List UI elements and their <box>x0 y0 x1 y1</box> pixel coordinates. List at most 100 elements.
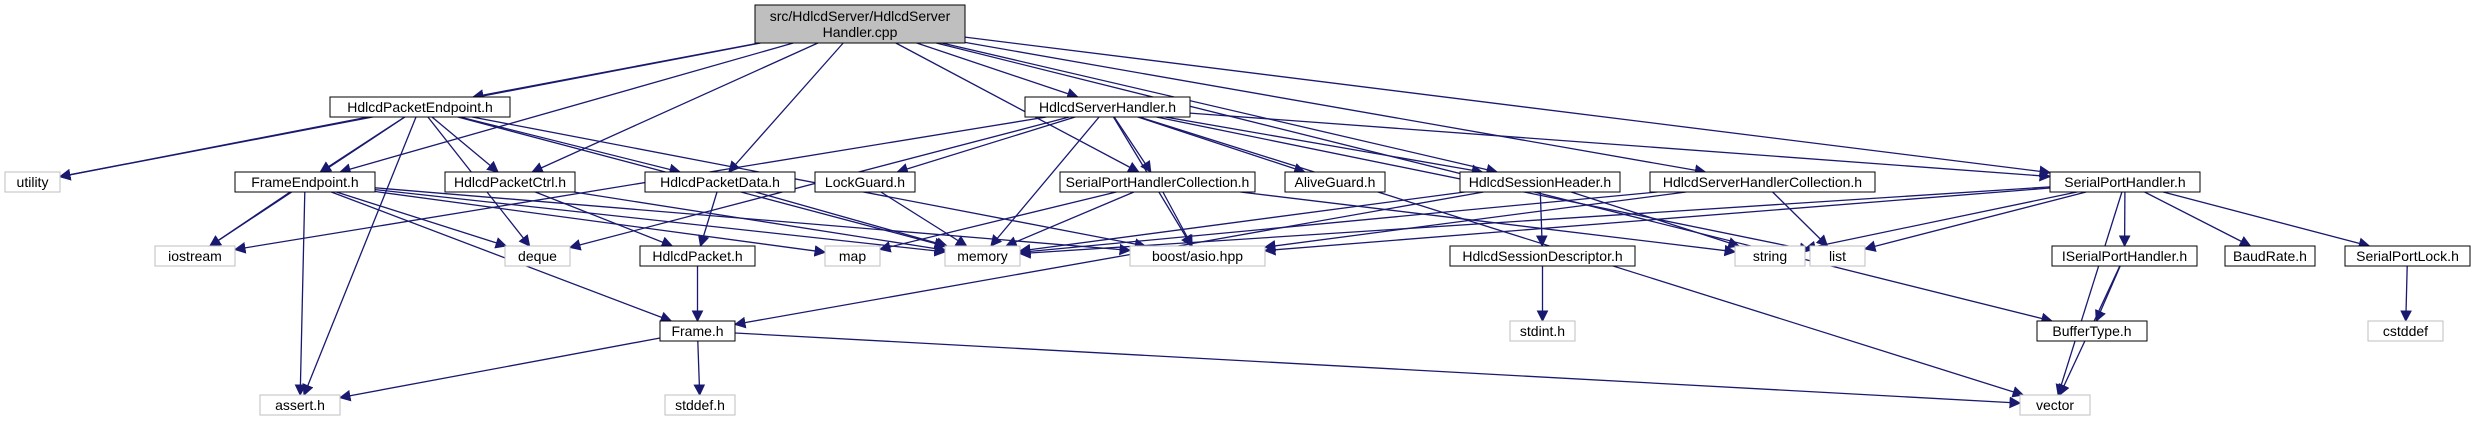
node-hdlcdsessionheader-h[interactable]: HdlcdSessionHeader.h <box>1459 171 1621 193</box>
edge-sph-to-spl <box>2163 191 2371 249</box>
node-baudrate-h[interactable]: BaudRate.h <box>2224 245 2316 267</box>
edge-hpd-to-hp <box>697 191 718 248</box>
node-box <box>234 171 376 193</box>
edge-fe-to-assert <box>294 191 307 397</box>
edge-sph-to-br <box>2144 191 2252 247</box>
node-label: BaudRate.h <box>2233 248 2307 264</box>
node-hdlcdpacketendpoint-h[interactable]: HdlcdPacketEndpoint.h <box>329 96 511 118</box>
edge-sph-to-string <box>1803 191 2078 253</box>
node-hdlcdsessiondescriptor-h[interactable]: HdlcdSessionDescriptor.h <box>1449 245 1636 267</box>
edge-hpc-to-memory <box>573 191 947 255</box>
node-stdint-h: stdint.h <box>1509 320 1576 342</box>
node-serialporthandlercollection-h[interactable]: SerialPortHandlerCollection.h <box>1059 171 1256 193</box>
node-hdlcdserverhandler-h[interactable]: HdlcdServerHandler.h <box>1024 96 1191 118</box>
node-label: Handler.cpp <box>823 24 898 40</box>
node-box <box>4 171 61 193</box>
edge-hpe-to-hpd <box>459 116 682 176</box>
node-label: HdlcdPacketData.h <box>660 174 780 190</box>
edge-sph-to-list <box>1863 191 2087 252</box>
node-label: boost/asio.hpp <box>1152 248 1243 264</box>
node-frame-h[interactable]: Frame.h <box>659 320 736 342</box>
node-assert-h: assert.h <box>259 394 341 416</box>
node-deque: deque <box>504 245 571 267</box>
edge-hsesh-to-hsd <box>1535 191 1548 248</box>
edge-root-to-sph <box>964 36 2052 178</box>
edge-fe-to-memory <box>374 188 947 257</box>
node-box <box>2019 394 2091 416</box>
node-buffertype-h[interactable]: BufferType.h <box>2036 320 2148 342</box>
node-serialporthandler-h[interactable]: SerialPortHandler.h <box>2049 171 2201 193</box>
node-label: HdlcdPacket.h <box>652 248 742 264</box>
edge-frame-to-assert <box>338 337 661 402</box>
node-box <box>329 96 511 118</box>
node-label: src/HdlcdServer/HdlcdServer <box>770 8 951 24</box>
edge-sph-to-vector <box>2055 191 2123 397</box>
edge-root-to-hsh <box>916 42 1079 100</box>
node-box <box>2049 171 2201 193</box>
node-label: HdlcdSessionDescriptor.h <box>1462 248 1622 264</box>
node-label: cstddef <box>2383 323 2428 339</box>
node-src-hdlcdserver-hdlcdserver-handler-cpp[interactable]: src/HdlcdServer/HdlcdServerHandler.cpp <box>754 4 966 44</box>
node-memory: memory <box>944 245 1021 267</box>
node-label: SerialPortHandlerCollection.h <box>1066 174 1250 190</box>
node-box <box>824 245 881 267</box>
edge-hsh-to-sph <box>1189 112 2052 182</box>
node-lockguard-h[interactable]: LockGuard.h <box>814 171 916 193</box>
edge-hsh-to-ag <box>1137 116 1306 175</box>
node-box <box>2224 245 2316 267</box>
node-box <box>2367 320 2444 342</box>
node-label: ISerialPortHandler.h <box>2062 248 2187 264</box>
edge-hsh-to-hsesh <box>1165 116 1484 176</box>
node-hdlcdserverhandlercollection-h[interactable]: HdlcdServerHandlerCollection.h <box>1649 171 1876 193</box>
edge-hsh-to-sphc <box>1113 116 1152 173</box>
edge-hshc-to-asio <box>1263 191 1687 252</box>
edge-hsesh-to-memory <box>1018 191 1465 256</box>
edge-fe-to-deque <box>336 191 508 249</box>
edge-root-to-hpc <box>531 42 819 173</box>
node-serialportlock-h[interactable]: SerialPortLock.h <box>2344 245 2471 267</box>
node-hdlcdpacketctrl-h[interactable]: HdlcdPacketCtrl.h <box>444 171 576 193</box>
edge-sph-to-memory <box>1018 186 2051 259</box>
node-box <box>504 245 571 267</box>
edge-hpe-to-asio <box>472 116 1147 250</box>
node-hdlcdpacket-h[interactable]: HdlcdPacket.h <box>639 245 756 267</box>
node-box <box>1734 245 1806 267</box>
node-label: BufferType.h <box>2052 323 2131 339</box>
node-vector: vector <box>2019 394 2091 416</box>
edge-root-to-fe <box>338 42 794 175</box>
node-box <box>754 4 966 44</box>
node-label: HdlcdPacketEndpoint.h <box>347 99 493 115</box>
node-aliveguard-h[interactable]: AliveGuard.h <box>1284 171 1386 193</box>
node-box <box>259 394 341 416</box>
node-box <box>444 171 576 193</box>
node-box <box>644 171 796 193</box>
edge-fe-to-frame <box>331 191 673 323</box>
node-box <box>944 245 1021 267</box>
edge-hsh-to-iostream <box>233 116 1047 254</box>
node-label: memory <box>957 248 1008 264</box>
node-box <box>2344 245 2471 267</box>
edge-frame-to-vector <box>734 332 2022 409</box>
node-box <box>154 245 236 267</box>
edge-hshc-to-memory <box>1018 191 1658 258</box>
node-label: HdlcdPacketCtrl.h <box>454 174 566 190</box>
edge-hsesh-to-frame <box>733 191 1484 329</box>
node-layer: src/HdlcdServer/HdlcdServerHandler.cppHd… <box>4 4 2471 416</box>
node-label: FrameEndpoint.h <box>251 174 358 190</box>
node-hdlcdpacketdata-h[interactable]: HdlcdPacketData.h <box>644 171 796 193</box>
edge-sph-to-asio <box>1263 187 2051 256</box>
node-cstddef: cstddef <box>2367 320 2444 342</box>
edge-layer <box>58 36 2412 409</box>
node-box <box>639 245 756 267</box>
node-label: HdlcdServerHandlerCollection.h <box>1663 174 1862 190</box>
node-frameendpoint-h[interactable]: FrameEndpoint.h <box>234 171 376 193</box>
node-stddef-h: stddef.h <box>664 394 736 416</box>
edge-sphc-to-string <box>1240 191 1737 257</box>
node-label: assert.h <box>275 397 325 413</box>
node-label: list <box>1829 248 1846 264</box>
edge-sphc-to-map <box>878 191 1117 253</box>
node-box <box>1649 171 1876 193</box>
node-box <box>2051 245 2198 267</box>
node-iserialporthandler-h[interactable]: ISerialPortHandler.h <box>2051 245 2198 267</box>
